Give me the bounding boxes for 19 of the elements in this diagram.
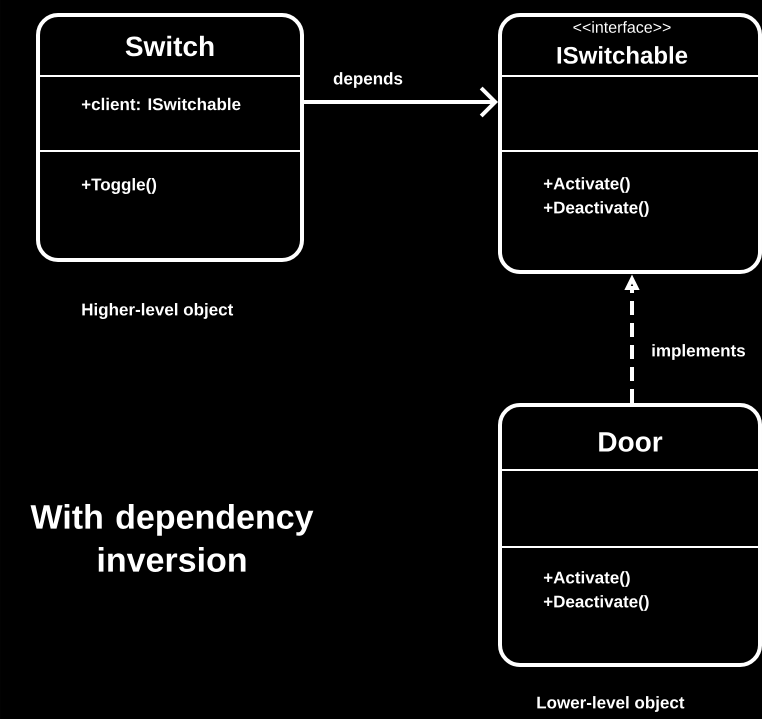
class-name: Door bbox=[599, 432, 662, 452]
member-text: +client: ISwitchable bbox=[82, 98, 240, 110]
member-text: +Deactivate() bbox=[544, 201, 649, 217]
class-name: Switch bbox=[126, 36, 214, 56]
member-text: +Activate() bbox=[544, 177, 630, 193]
caption-text: Lower-level object bbox=[537, 696, 684, 712]
arrow bbox=[304, 86, 498, 118]
stereotype-text: <<interface>> bbox=[573, 21, 671, 33]
class-box bbox=[498, 403, 762, 667]
edge-label: depends bbox=[332, 71, 404, 89]
edge-label: implements bbox=[650, 343, 747, 361]
heading-text: With dependency inversion bbox=[30, 504, 314, 572]
member-text: +Deactivate() bbox=[544, 595, 649, 611]
class-name: ISwitchable bbox=[558, 46, 688, 64]
member-text: +Activate() bbox=[544, 571, 630, 587]
class-box bbox=[498, 13, 762, 274]
class-box bbox=[36, 13, 304, 262]
caption-text: Higher-level object bbox=[82, 303, 234, 319]
member-text: +Toggle() bbox=[82, 178, 156, 194]
